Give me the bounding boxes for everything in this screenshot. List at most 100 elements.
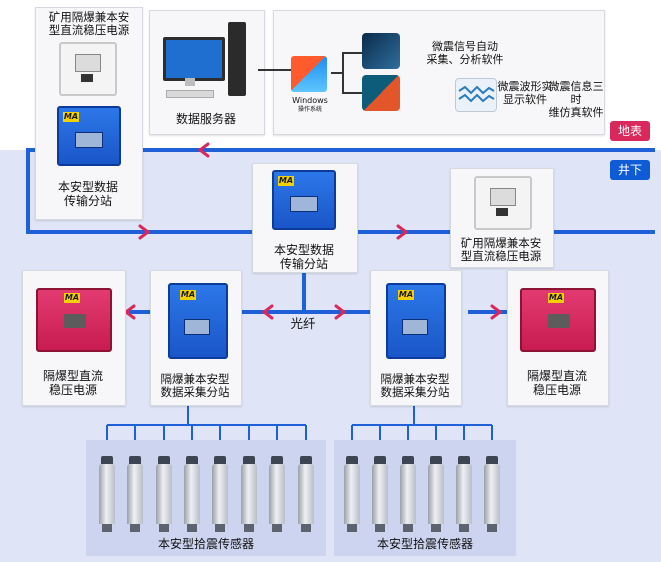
monitor-icon — [163, 37, 225, 81]
sensor-tip — [244, 524, 254, 532]
sensor-bus-right — [351, 400, 493, 442]
seismic-sensor[interactable] — [456, 464, 472, 524]
seismic-sensor[interactable] — [212, 464, 228, 524]
power-left-bottom-label: 隔爆型直流 稳压电源 — [42, 369, 103, 397]
software-card — [273, 10, 605, 135]
server-to-os-link — [258, 69, 291, 71]
sensor-tip — [130, 524, 140, 532]
waveform-icon — [458, 85, 495, 103]
sensors-left-label: 本安型拾震传感器 — [157, 537, 254, 551]
sensor-tip — [375, 524, 385, 532]
seismic-sensor[interactable] — [344, 464, 360, 524]
ma-mark: MA — [548, 293, 564, 303]
ma-mark: MA — [398, 290, 414, 300]
power-supply-top-device[interactable] — [59, 42, 117, 96]
power-top-label: 矿用隔爆兼本安 型直流稳压电源 — [48, 10, 130, 37]
sensor-tip — [272, 524, 282, 532]
transfer-left-label: 本安型数据 传输分站 — [57, 180, 118, 208]
arrow-bottom-right — [396, 224, 409, 240]
collect-left-label: 隔爆兼本安型 数据采集分站 — [160, 372, 230, 399]
seismic-sensor[interactable] — [298, 464, 314, 524]
arrow-bottom-left — [138, 224, 151, 240]
sensor-cap — [214, 456, 226, 464]
power-display — [81, 74, 93, 82]
collect-station-right-device[interactable]: MA — [386, 283, 446, 359]
sensor-tip — [347, 524, 357, 532]
software1-label: 微震信号自动 采集、分析软件 — [426, 40, 504, 66]
seismic-sensor[interactable] — [269, 464, 285, 524]
power-panel — [75, 54, 101, 72]
power-right-label: 矿用隔爆兼本安 型直流稳压电源 — [460, 236, 542, 263]
arrow-right-power — [490, 304, 503, 320]
device-screen — [290, 196, 318, 212]
power-supply-right-device[interactable] — [474, 176, 532, 230]
device-screen — [548, 314, 570, 328]
sensor-cap — [300, 456, 312, 464]
seismic-sensor[interactable] — [127, 464, 143, 524]
seismic-collect-software-icon[interactable] — [362, 33, 400, 69]
sensor-cap — [402, 456, 414, 464]
sensor-cap — [458, 456, 470, 464]
sensor-cap — [271, 456, 283, 464]
seismic-sensor[interactable] — [400, 464, 416, 524]
device-screen — [402, 319, 428, 335]
transfer-station-center-device[interactable]: MA — [272, 170, 336, 230]
sensor-tip — [215, 524, 225, 532]
collect-right-label: 隔爆兼本安型 数据采集分站 — [380, 372, 450, 399]
windows-sub-label: 操作系统 — [297, 106, 322, 113]
sensor-cap — [346, 456, 358, 464]
explosion-proof-power-left-device[interactable]: MA — [36, 288, 112, 352]
explosion-proof-power-right-device[interactable]: MA — [520, 288, 596, 352]
underground-tag: 井下 — [610, 160, 650, 180]
sensor-tip — [459, 524, 469, 532]
server-tower-icon — [228, 22, 246, 96]
transfer-center-label: 本安型数据 传输分站 — [273, 243, 334, 271]
seismic-sensor[interactable] — [156, 464, 172, 524]
sensor-cap — [430, 456, 442, 464]
power-display — [496, 208, 508, 216]
sensor-cap — [158, 456, 170, 464]
fiber-label: 光纤 — [290, 316, 316, 331]
sensor-tip — [159, 524, 169, 532]
ma-mark: MA — [64, 293, 80, 303]
power-panel — [490, 188, 516, 206]
sensor-cap — [186, 456, 198, 464]
server-label: 数据服务器 — [175, 112, 236, 126]
windows-label: Windows — [292, 96, 328, 105]
os-branch-bottom — [342, 92, 364, 94]
seismic-sensor[interactable] — [484, 464, 500, 524]
os-branch-top — [342, 52, 364, 54]
os-branch-line — [342, 52, 344, 92]
ma-mark: MA — [278, 176, 294, 186]
seismic-sensor[interactable] — [428, 464, 444, 524]
sensor-tip — [301, 524, 311, 532]
seismic-sensor[interactable] — [372, 464, 388, 524]
surface-tag: 地表 — [610, 121, 650, 141]
sensor-cap — [374, 456, 386, 464]
device-screen — [184, 319, 210, 335]
waveform-software-icon[interactable] — [455, 78, 497, 112]
sensor-group-left — [86, 440, 326, 556]
sensor-tip — [102, 524, 112, 532]
collect-station-left-device[interactable]: MA — [168, 283, 228, 359]
arrow-fiber-right — [334, 304, 347, 320]
sensor-tip — [187, 524, 197, 532]
os-link — [331, 72, 343, 74]
seismic-sensor[interactable] — [241, 464, 257, 524]
transfer-station-left-device[interactable]: MA — [57, 106, 121, 166]
arrow-fiber-left — [261, 304, 274, 320]
device-screen — [75, 132, 103, 148]
software2-label: 微震波形实 显示软件 — [497, 80, 553, 106]
seismic-sensor[interactable] — [184, 464, 200, 524]
arrow-top-left — [197, 142, 210, 158]
power-right-bottom-label: 隔爆型直流 稳压电源 — [526, 369, 587, 397]
ma-mark: MA — [63, 112, 79, 122]
monitor-stand — [185, 78, 195, 86]
sensor-tip — [487, 524, 497, 532]
ma-mark: MA — [180, 290, 196, 300]
sensors-right-label: 本安型拾震传感器 — [376, 537, 473, 551]
arrow-left-power — [123, 304, 136, 320]
seismic-sensor[interactable] — [99, 464, 115, 524]
seismic-3d-software-icon[interactable] — [362, 75, 400, 111]
sensor-cap — [101, 456, 113, 464]
